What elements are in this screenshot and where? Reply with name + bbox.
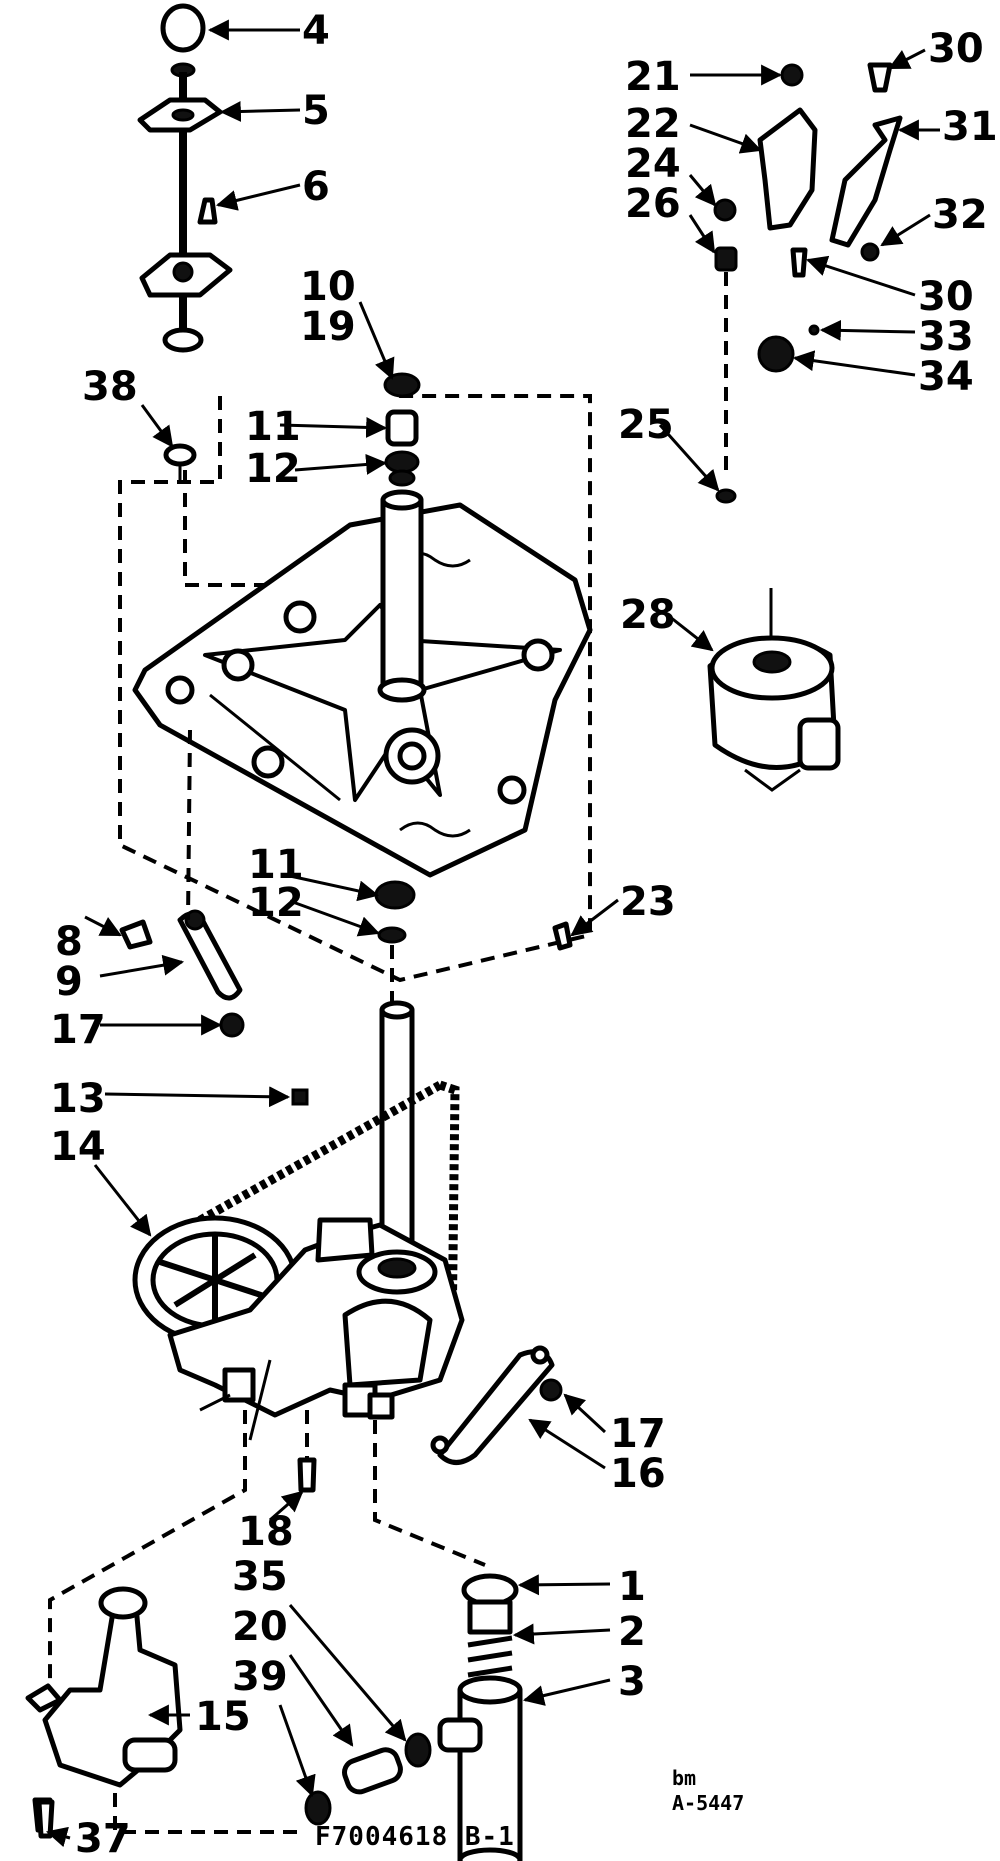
label-14: 14 xyxy=(50,1124,106,1170)
reference-number: A-5447 xyxy=(672,1791,744,1815)
label-33: 33 xyxy=(918,314,974,360)
label-12-top: 12 xyxy=(245,446,301,492)
label-9: 9 xyxy=(55,959,83,1005)
label-31: 31 xyxy=(942,104,998,150)
label-8: 8 xyxy=(55,919,83,965)
label-20: 20 xyxy=(232,1604,288,1650)
label-24: 24 xyxy=(625,141,681,187)
label-25: 25 xyxy=(618,402,674,448)
label-34: 34 xyxy=(918,354,974,400)
left-lever-parts xyxy=(119,729,245,1038)
label-17-right: 17 xyxy=(610,1411,666,1457)
label-32: 32 xyxy=(932,192,988,238)
label-19: 19 xyxy=(300,304,356,350)
part-number-labels: 4 5 6 10 19 38 11 12 11 12 8 9 17 13 14 … xyxy=(50,8,998,1861)
label-12-bottom: 12 xyxy=(248,880,304,926)
label-11-top: 11 xyxy=(245,404,301,450)
label-30-top: 30 xyxy=(928,26,984,72)
label-17-left: 17 xyxy=(50,1007,106,1053)
label-39: 39 xyxy=(232,1654,288,1700)
drawing-footer: F7004618 B-1 bm A-5447 xyxy=(315,1766,744,1852)
base-plate xyxy=(118,372,593,983)
label-4: 4 xyxy=(302,8,330,54)
top-right-parts xyxy=(713,62,903,504)
transmission-assembly xyxy=(132,945,563,1465)
motor xyxy=(707,588,841,792)
label-18: 18 xyxy=(238,1509,294,1555)
leader-lines xyxy=(45,19,940,1848)
label-21: 21 xyxy=(625,54,681,100)
label-30-mid: 30 xyxy=(918,274,974,320)
label-22: 22 xyxy=(625,101,681,147)
label-23: 23 xyxy=(620,879,676,925)
label-11-bottom: 11 xyxy=(248,842,304,888)
label-2: 2 xyxy=(618,1609,646,1655)
label-16: 16 xyxy=(610,1451,666,1497)
label-5: 5 xyxy=(302,88,330,134)
reference-top: bm xyxy=(672,1766,696,1790)
label-35: 35 xyxy=(232,1554,288,1600)
agitator-rod-assembly xyxy=(137,3,233,353)
label-6: 6 xyxy=(302,164,330,210)
label-37: 37 xyxy=(75,1816,131,1861)
drawing-code: F7004618 B-1 xyxy=(315,1822,515,1852)
label-3: 3 xyxy=(618,1659,646,1705)
label-28: 28 xyxy=(620,592,676,638)
label-38: 38 xyxy=(82,364,138,410)
label-15: 15 xyxy=(195,1694,251,1740)
label-1: 1 xyxy=(618,1564,646,1610)
label-26: 26 xyxy=(625,181,681,227)
label-13: 13 xyxy=(50,1076,106,1122)
label-10: 10 xyxy=(300,264,356,310)
